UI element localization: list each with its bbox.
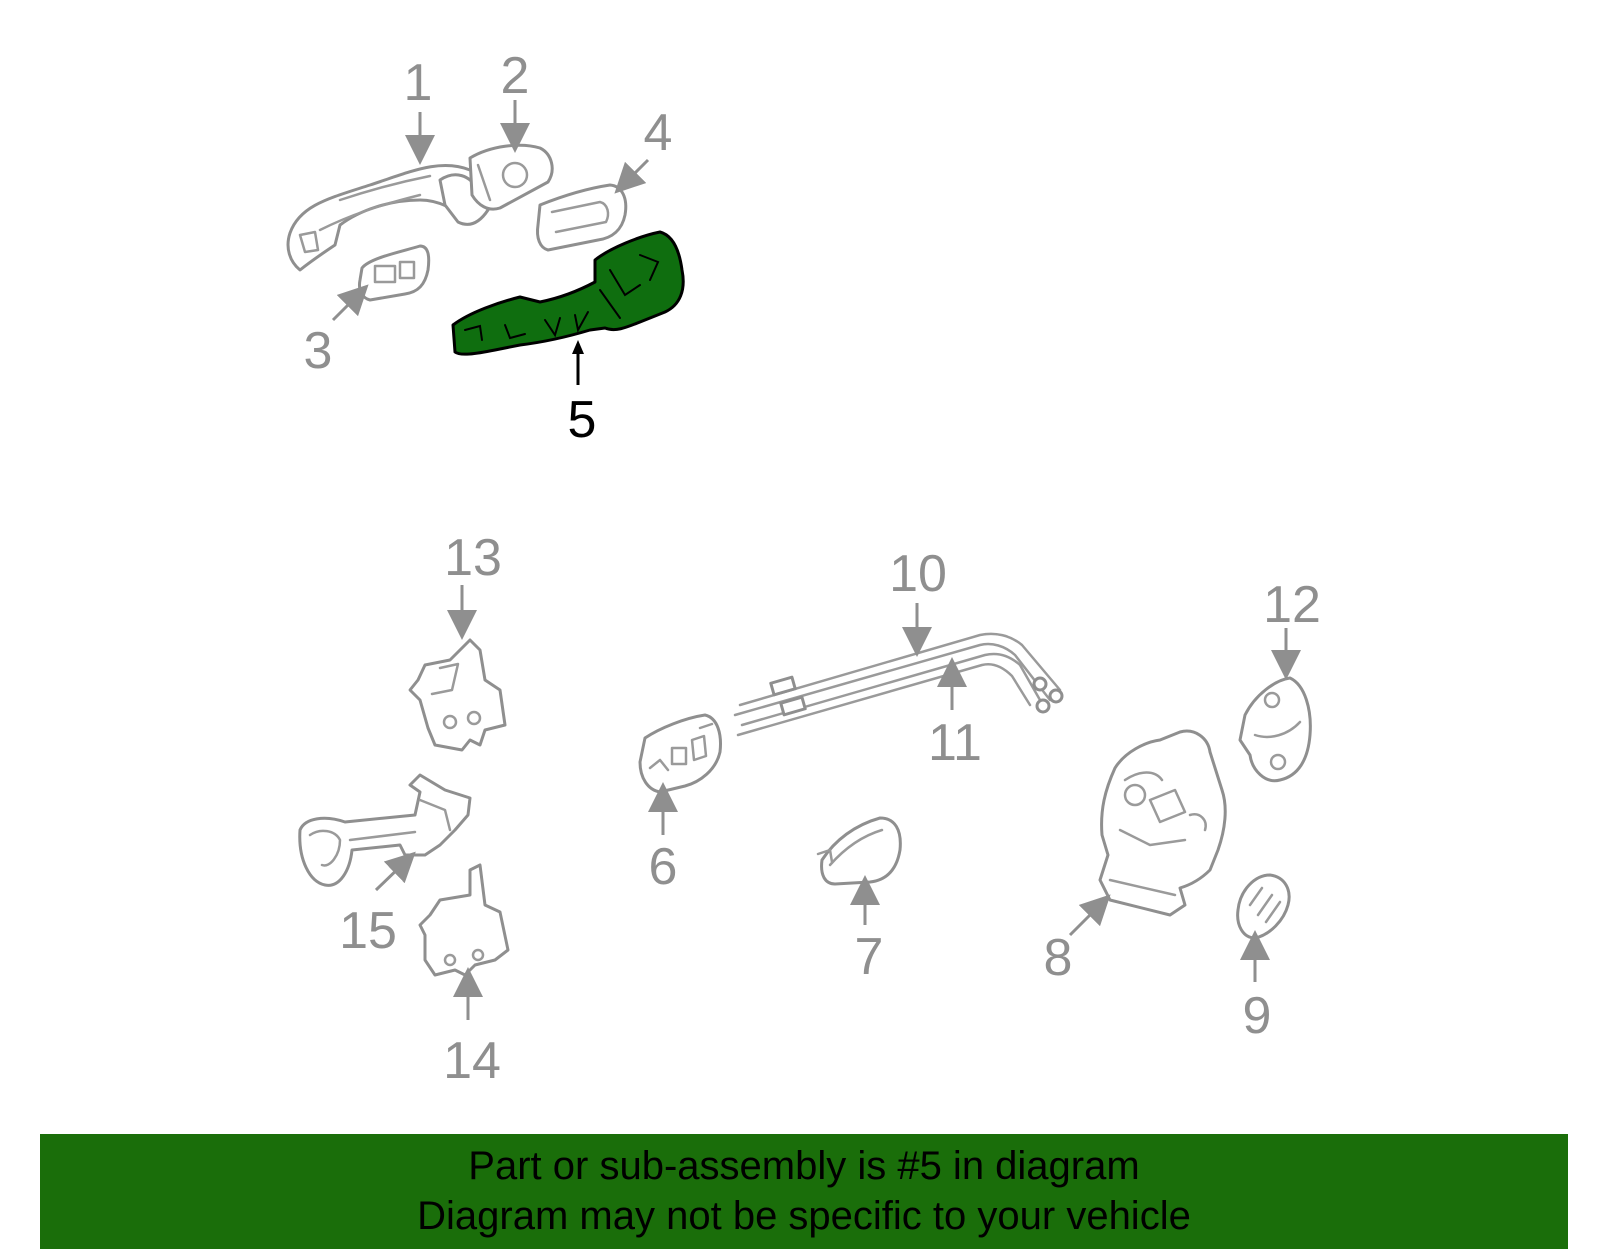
part-12-cover-plate[interactable] (1238, 676, 1312, 783)
callout-9: 9 (1243, 987, 1272, 1045)
callout-14: 14 (443, 1032, 501, 1090)
banner-line-1: Part or sub-assembly is #5 in diagram (468, 1144, 1140, 1188)
callout-13: 13 (444, 529, 502, 587)
callout-10: 10 (889, 545, 947, 603)
callout-12: 12 (1263, 576, 1321, 634)
callout-7: 7 (855, 928, 884, 986)
part-3-pad[interactable] (358, 244, 431, 302)
callout-3: 3 (304, 322, 333, 380)
callout-15: 15 (339, 902, 397, 960)
callout-8: 8 (1044, 929, 1073, 987)
part-15-door-check[interactable] (298, 773, 472, 887)
callout-5: 5 (568, 391, 597, 449)
callout-4: 4 (644, 104, 673, 162)
info-banner: Part or sub-assembly is #5 in diagram Di… (40, 1134, 1568, 1249)
part-2-handle-cap[interactable] (468, 143, 554, 211)
arrowhead-5 (572, 340, 584, 354)
part-14-striker-lower[interactable] (420, 865, 510, 977)
part-7-inner-bezel[interactable] (816, 816, 902, 886)
part-13-striker[interactable] (408, 638, 507, 752)
part-9-grommet[interactable] (1236, 873, 1291, 940)
callout-1: 1 (404, 54, 433, 112)
callout-2: 2 (501, 47, 530, 105)
part-4-bezel[interactable] (536, 183, 628, 252)
callout-6: 6 (649, 838, 678, 896)
part-6-cable-clip[interactable] (638, 713, 722, 794)
callout-11: 11 (928, 714, 982, 772)
leader-lines (331, 100, 1301, 1020)
part-10-11-cables[interactable] (733, 632, 1064, 737)
part-8-door-lock[interactable] (1098, 729, 1227, 917)
banner-line-2: Diagram may not be specific to your vehi… (417, 1194, 1191, 1238)
callout-labels: 1 2 3 4 5 6 7 8 9 10 11 12 13 14 15 (304, 47, 1321, 1090)
part-5-handle-frame[interactable] (451, 230, 685, 356)
